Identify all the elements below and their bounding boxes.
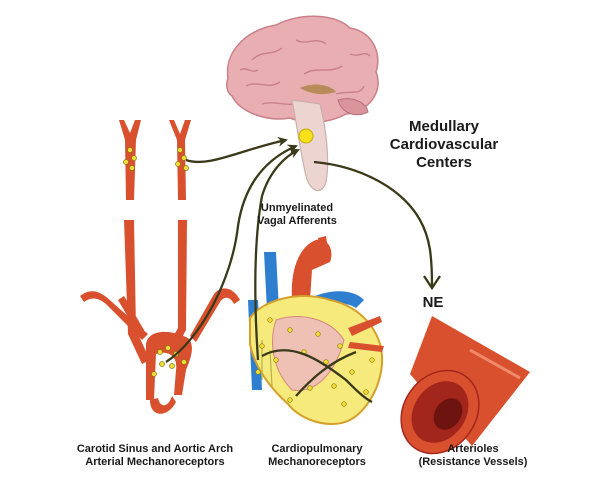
carotid-aortic-label: Carotid Sinus and Aortic Arch Arterial M…	[50, 443, 260, 469]
carotid-label-line1: Carotid Sinus and Aortic Arch	[76, 443, 234, 455]
medullary-label-line3: Centers	[416, 154, 472, 171]
cardio-label-line1: Cardiopulmonary	[271, 443, 363, 455]
cardiopulmonary-label: Cardiopulmonary Mechanoreceptors	[262, 443, 372, 469]
cardio-label-line2: Mechanoreceptors	[268, 456, 366, 469]
cardio-receptor-dots	[255, 317, 375, 407]
afferent-nerve-paths	[165, 136, 373, 404]
carotid-receptor-dots	[123, 147, 189, 377]
vagal-label-line2: Vagal Afferents	[257, 215, 337, 228]
medullary-label-line1: Medullary	[408, 118, 480, 135]
ne-label: NE	[422, 294, 444, 311]
carotid-label-line2: Arterial Mechanoreceptors	[85, 456, 225, 469]
medulla-center-dot	[298, 128, 314, 144]
medullary-label-line2: Cardiovascular	[389, 136, 499, 153]
brain-icon	[226, 15, 379, 123]
vagal-label-line1: Unmyelinated	[260, 202, 334, 214]
vagal-afferents-label: Unmyelinated Vagal Afferents	[242, 202, 352, 228]
arterioles-label-line2: (Resistance Vessels)	[418, 456, 528, 469]
medullary-centers-label: Medullary Cardiovascular Centers	[374, 118, 514, 172]
arterioles-label-line1: Arterioles	[447, 443, 499, 455]
arterioles-label: Arterioles (Resistance Vessels)	[408, 443, 538, 469]
efferent-nerve-path	[313, 160, 441, 291]
brainstem-icon	[291, 99, 329, 192]
arteriole-vessel-icon	[400, 316, 530, 455]
